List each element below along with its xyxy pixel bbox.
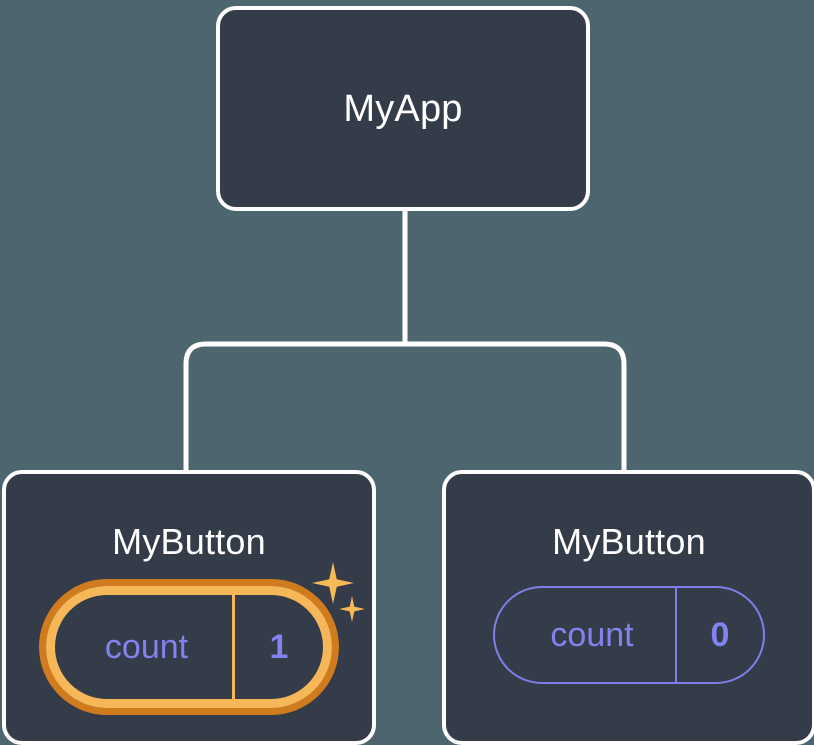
node-myapp[interactable]: MyApp	[216, 6, 590, 211]
connector-branch-bus	[183, 341, 627, 470]
state-pill-right[interactable]: count 0	[493, 586, 765, 684]
node-mybutton-right-title: MyButton	[552, 521, 706, 562]
node-mybutton-right[interactable]: MyButton count 0	[442, 470, 814, 745]
node-mybutton-left[interactable]: MyButton count 1	[2, 470, 376, 745]
state-pill-left[interactable]: count 1	[46, 586, 332, 708]
node-myapp-title: MyApp	[343, 87, 463, 130]
state-pill-left-label: count	[104, 628, 189, 666]
state-pill-left-value: 1	[232, 595, 323, 699]
node-mybutton-left-title: MyButton	[112, 521, 266, 562]
state-pill-right-label: count	[550, 616, 634, 654]
sparkle-icon	[339, 596, 365, 622]
state-pill-right-wrap: count 0	[493, 586, 765, 684]
state-pill-left-wrap: count 1	[46, 562, 365, 708]
state-pill-right-value: 0	[675, 588, 763, 682]
